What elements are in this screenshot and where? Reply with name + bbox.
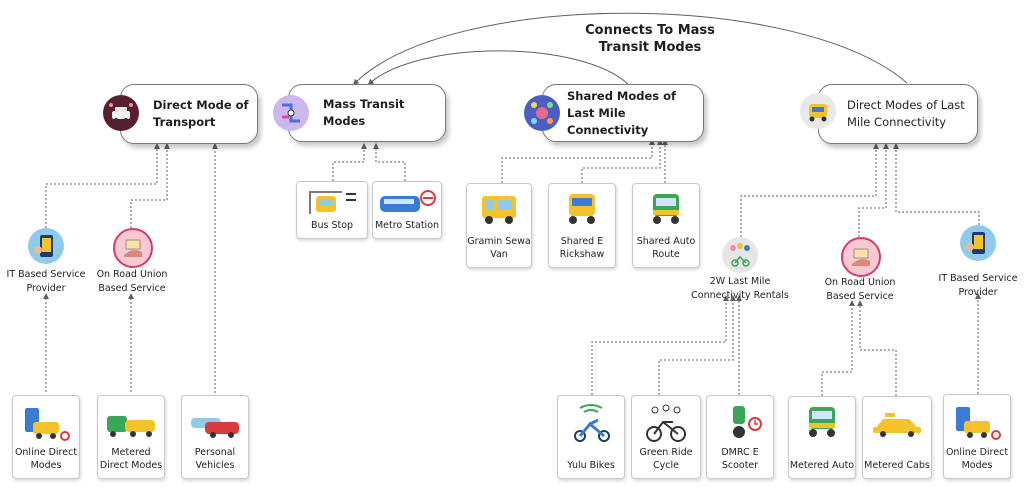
yulu-card: Yulu Bikes bbox=[557, 395, 625, 479]
arc-shared-to-mass bbox=[367, 50, 629, 85]
bus-stop-card: Bus Stop bbox=[296, 181, 368, 239]
yulu-bike-icon bbox=[574, 404, 610, 442]
gramin-sewa-label: Gramin Sewa Van bbox=[467, 236, 531, 260]
metered-direct-card: Metered Direct Modes bbox=[97, 395, 165, 479]
transit-map-icon bbox=[273, 95, 309, 131]
phone-taxi-icon bbox=[25, 408, 70, 441]
header-shared-last-mile: Shared Modes of Last Mile Connectivity bbox=[542, 84, 704, 142]
auto-rickshaw-icon bbox=[800, 93, 836, 129]
phone-taxi-icon-right bbox=[956, 407, 1001, 440]
header-mass-transit: Mass Transit Modes bbox=[288, 84, 446, 142]
car-traffic-icon bbox=[103, 95, 139, 131]
online-direct-left-card: Online Direct Modes bbox=[12, 395, 80, 479]
taxi-cab-icon bbox=[873, 413, 921, 437]
online-direct-left-label: Online Direct Modes bbox=[14, 447, 78, 471]
header-shared-last-mile-label: Shared Modes of Last Mile Connectivity bbox=[567, 88, 677, 137]
metered-direct-label: Metered Direct Modes bbox=[99, 447, 163, 471]
scooter-icon bbox=[733, 406, 762, 438]
personal-vehicles-card: Personal Vehicles bbox=[181, 395, 249, 479]
online-direct-right-label: Online Direct Modes bbox=[945, 447, 1009, 471]
shared-e-rickshaw-label: Shared E Rickshaw bbox=[559, 236, 605, 260]
e-rickshaw-icon bbox=[569, 194, 595, 224]
personal-vehicles-label: Personal Vehicles bbox=[194, 447, 236, 471]
header-direct-transport: Direct Mode of Transport bbox=[120, 84, 258, 144]
cycle-icon bbox=[646, 404, 686, 442]
yulu-label: Yulu Bikes bbox=[567, 460, 615, 471]
header-direct-last-mile-label: Direct Modes of Last Mile Connectivity bbox=[847, 98, 965, 129]
cars-icon bbox=[191, 418, 239, 438]
metro-station-card: Metro Station bbox=[372, 181, 442, 239]
gramin-sewa-card: Gramin Sewa Van bbox=[466, 183, 532, 268]
shared-auto-label: Shared Auto Route bbox=[636, 236, 696, 260]
it-based-right-label: IT Based Service Provider bbox=[938, 273, 1018, 298]
dmrc-scooter-label: DMRC E Scooter bbox=[721, 447, 759, 471]
green-ride-label: Green Ride Cycle bbox=[639, 447, 693, 471]
on-road-right-label: On Road Union Based Service bbox=[824, 277, 896, 302]
header-mass-transit-label: Mass Transit Modes bbox=[323, 97, 405, 128]
metered-taxi-icon bbox=[107, 416, 155, 437]
shared-auto-card: Shared Auto Route bbox=[632, 183, 700, 268]
phone-taxi-app-icon-right bbox=[960, 225, 996, 261]
gramin-van-icon bbox=[482, 196, 516, 224]
shared-auto-icon bbox=[653, 194, 679, 224]
metro-station-label: Metro Station bbox=[374, 220, 440, 231]
metered-auto-card: Metered Auto bbox=[788, 396, 856, 479]
header-direct-last-mile: Direct Modes of Last Mile Connectivity bbox=[818, 84, 978, 144]
bus-stop-label: Bus Stop bbox=[310, 220, 354, 231]
hand-cash-icon-right bbox=[841, 237, 881, 277]
arc-direct-to-mass bbox=[352, 12, 908, 86]
green-ride-card: Green Ride Cycle bbox=[631, 395, 701, 479]
bike-rental-icon bbox=[722, 237, 758, 273]
it-based-left-label: IT Based Service Provider bbox=[6, 269, 86, 294]
rentals-2w-label: 2W Last Mile Connectivity Rentals bbox=[691, 276, 789, 301]
bus-stop-icon bbox=[309, 191, 356, 214]
phone-taxi-app-icon bbox=[28, 228, 64, 264]
metered-cabs-card: Metered Cabs bbox=[862, 396, 932, 479]
dmrc-scooter-card: DMRC E Scooter bbox=[706, 395, 774, 479]
shared-network-icon bbox=[524, 95, 560, 131]
metered-cabs-label: Metered Cabs bbox=[864, 460, 930, 471]
hand-cash-icon bbox=[113, 228, 153, 268]
metered-auto-icon bbox=[809, 407, 835, 437]
shared-e-rickshaw-card: Shared E Rickshaw bbox=[548, 183, 616, 268]
online-direct-right-card: Online Direct Modes bbox=[943, 394, 1011, 479]
diagram-title: Connects To Mass Transit Modes bbox=[585, 23, 715, 55]
metered-auto-label: Metered Auto bbox=[789, 460, 855, 471]
metro-train-icon bbox=[380, 190, 436, 212]
header-direct-transport-label: Direct Mode of Transport bbox=[153, 98, 249, 129]
on-road-left-label: On Road Union Based Service bbox=[96, 269, 168, 294]
